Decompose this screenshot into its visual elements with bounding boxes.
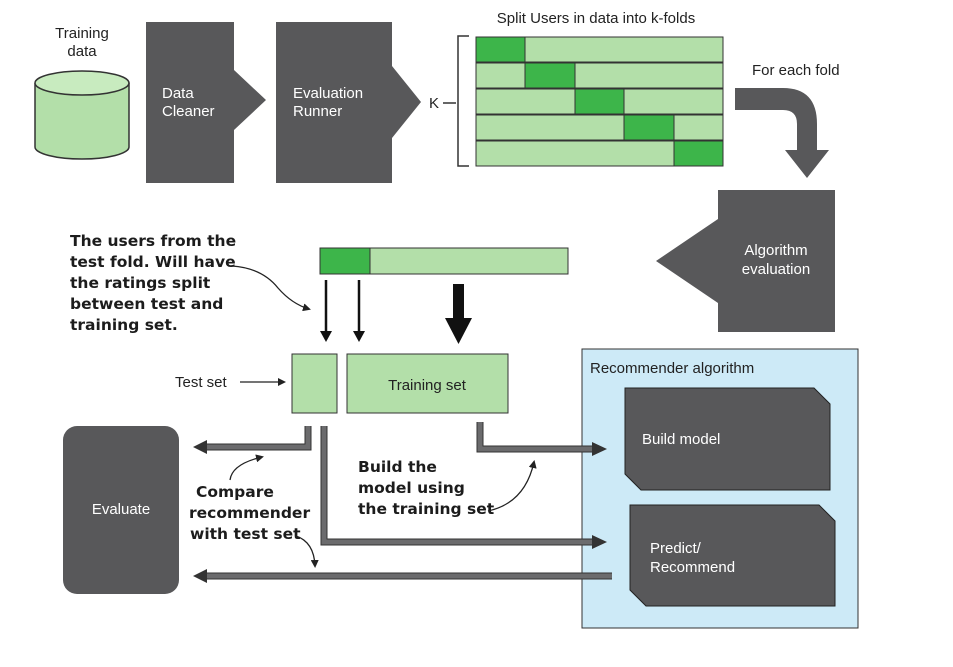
build-pointer [487, 460, 537, 512]
test-fold-note-5: training set. [70, 316, 178, 334]
evaluation-runner-label-2: Runner [293, 103, 342, 120]
kfold-title: Split Users in data into k-folds [497, 10, 695, 27]
evaluate-label: Evaluate [92, 501, 150, 518]
test-set-label: Test set [175, 374, 228, 391]
build-note-3: the training set [358, 500, 495, 518]
predict-recommend-label-2: Recommend [650, 559, 735, 576]
evaluation-runner-label: Evaluation [293, 85, 363, 102]
test-fold-note-2: test fold. Will have [70, 253, 236, 271]
fold-test-3 [574, 88, 625, 115]
build-note-1: Build the [358, 458, 437, 476]
compare-note-3: with test set [190, 525, 301, 543]
test-set-box [291, 353, 338, 414]
fold-row-4 [475, 114, 724, 141]
compare-pointer-down [295, 535, 319, 568]
flow-connectors [193, 422, 612, 583]
training-set-label: Training set [388, 377, 467, 394]
fold-row-2 [475, 62, 724, 89]
test-fold-note-1: The users from the [70, 232, 236, 250]
test-fold-note-4: between test and [70, 295, 223, 313]
compare-pointer-up [229, 454, 264, 481]
recommender-algorithm-title: Recommender algorithm [590, 360, 754, 377]
predict-recommend-label: Predict/ [650, 540, 702, 557]
training-data-label: Training [55, 25, 109, 42]
fold-test-5 [673, 140, 724, 167]
algorithm-evaluation-label: Algorithm [744, 242, 807, 259]
kfold-grid [475, 36, 724, 167]
build-model-block [624, 387, 831, 491]
fold-test-4 [623, 114, 675, 141]
evaluation-runner-block [276, 22, 421, 183]
split-arrows [320, 280, 472, 344]
for-each-fold-label: For each fold [752, 62, 840, 79]
training-set-box [346, 353, 509, 414]
algorithm-evaluation-block [656, 190, 835, 332]
compare-note-2: recommender [189, 504, 310, 522]
k-bracket [443, 35, 469, 167]
build-note-2: model using [358, 479, 465, 497]
for-each-fold-arrow [735, 88, 829, 178]
algorithm-evaluation-label-2: evaluation [742, 261, 810, 278]
compare-note-1: Compare [196, 483, 274, 501]
evaluate-block [63, 426, 179, 594]
data-cleaner-label-2: Cleaner [162, 103, 215, 120]
test-fold-pointer [231, 265, 311, 312]
predict-recommend-block [629, 504, 836, 607]
test-fold-note-3: the ratings split [70, 274, 211, 292]
k-label: K [429, 95, 439, 112]
build-model-label: Build model [642, 431, 720, 448]
training-data-label-2: data [67, 43, 97, 60]
training-data-cylinder [34, 70, 130, 160]
data-cleaner-label: Data [162, 85, 194, 102]
fold-test-1 [475, 36, 526, 63]
selected-fold-test-part [319, 247, 371, 275]
data-cleaner-block [146, 22, 266, 183]
fold-test-2 [524, 62, 576, 89]
